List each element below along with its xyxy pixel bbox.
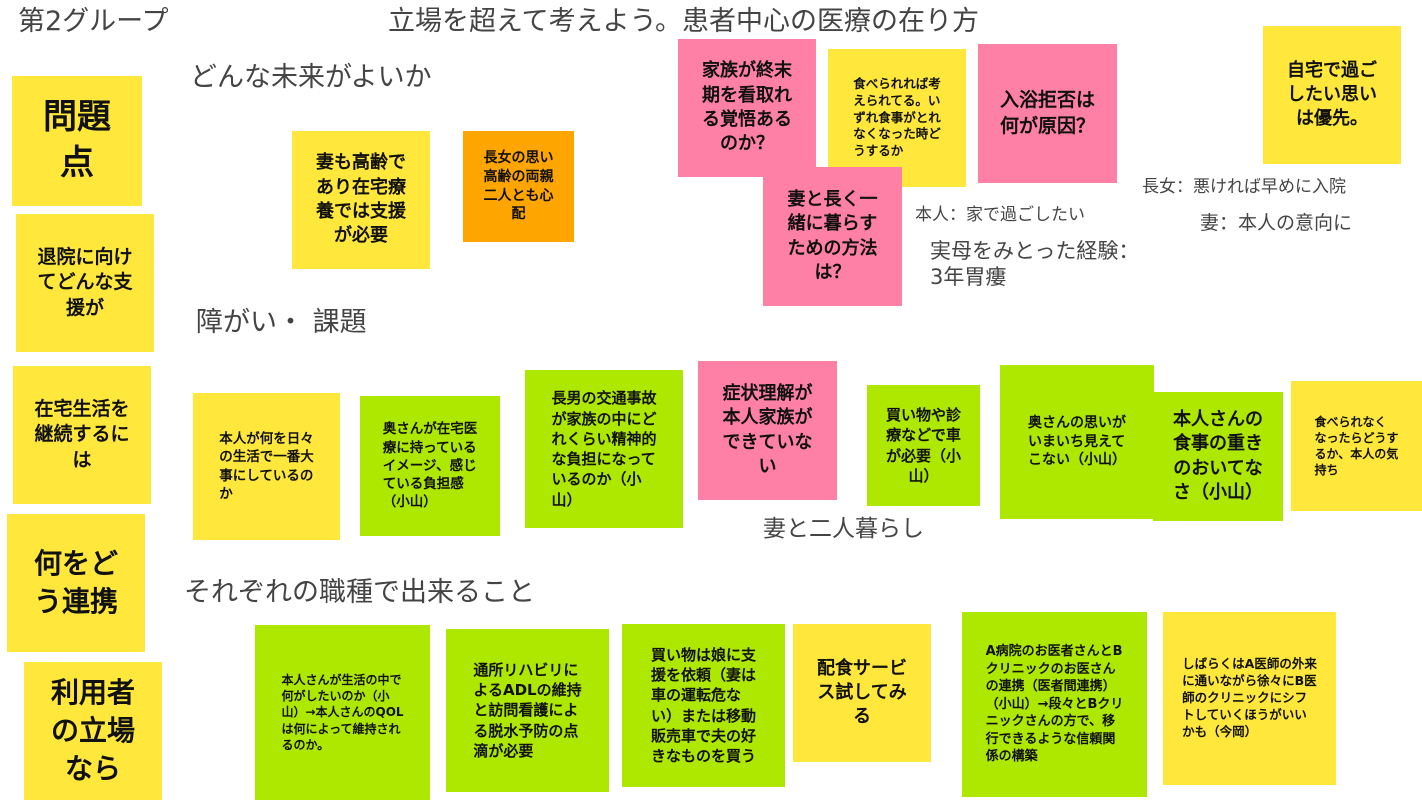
- note-text: 問題 点: [43, 97, 111, 183]
- note-text: 買い物や診 療などで車 が必要（小 山）: [885, 406, 961, 485]
- sticky-note[interactable]: A病院のお医者さんとB クリニックのお医さん の連携（医者間連携） （小山）→段…: [962, 612, 1147, 797]
- sticky-note[interactable]: 買い物や診 療などで車 が必要（小 山）: [867, 385, 980, 506]
- sticky-note[interactable]: 退院に向け てどんな支 援が: [16, 214, 154, 352]
- note-text: 本人さんが生活の中で 何がしたいのか（小 山）→本人さんのQOL は何によって維…: [281, 673, 404, 752]
- note-text: 奥さんが在宅医 療に持っている イメージ、感じ ている負担感 （小山）: [382, 421, 478, 511]
- sticky-note[interactable]: 妻も高齢で あり在宅療 養では支援 が必要: [292, 131, 430, 269]
- section-issues: 障がい・ 課題: [196, 307, 367, 338]
- sticky-note[interactable]: しばらくはA医師の外来 に通いながら徐々にB医 師のクリニックにシフ トしていく…: [1163, 612, 1336, 785]
- text-living: 妻と二人暮らし: [763, 516, 924, 542]
- sticky-note[interactable]: 食べられれば考 えられてる。い ずれ食事がとれ なくなった時ど うするか: [828, 49, 966, 187]
- text-wife: 妻：本人の意向に: [1200, 212, 1353, 234]
- sticky-note[interactable]: 配食サービ ス試してみ る: [793, 624, 931, 762]
- sticky-note[interactable]: 入浴拒否は 何が原因？: [978, 44, 1117, 183]
- note-text: 利用者 の立場 なら: [50, 676, 135, 785]
- section-roles: それぞれの職種で出来ること: [184, 577, 535, 608]
- note-text: 食べられなく なったらどうす るか、本人の気 持ち: [1314, 414, 1399, 478]
- note-text: 買い物は娘に支 援を依頼（妻は 車の運転危な い）または移動 販売車で夫の好 き…: [650, 645, 756, 765]
- sticky-note[interactable]: 本人さんが生活の中で 何がしたいのか（小 山）→本人さんのQOL は何によって維…: [255, 625, 430, 800]
- sticky-note[interactable]: 症状理解が 本人家族が できていな い: [698, 361, 837, 500]
- board-title: 立場を超えて考えよう。患者中心の医療の在り方: [388, 6, 980, 37]
- note-text: 通所リハビリに よるADLの維持 と訪問看護によ る脱水予防の点 滴が必要: [473, 660, 582, 760]
- group-label: 第2グループ: [18, 6, 169, 37]
- sticky-note[interactable]: 長女の思い 高齢の両親 二人とも心 配: [463, 131, 574, 242]
- note-text: 入浴拒否は 何が原因？: [999, 88, 1095, 137]
- note-text: 何をど う連携: [33, 547, 118, 618]
- sticky-note[interactable]: 本人さんの 食事の重き のおいてな さ（小山）: [1153, 392, 1283, 521]
- section-future: どんな未来がよいか: [190, 62, 432, 93]
- note-text: A病院のお医者さんとB クリニックのお医さん の連携（医者間連携） （小山）→段…: [985, 644, 1124, 765]
- sticky-note[interactable]: 問題 点: [12, 76, 142, 206]
- sticky-note[interactable]: 食べられなく なったらどうす るか、本人の気 持ち: [1291, 381, 1422, 511]
- note-text: 症状理解が 本人家族が できていな い: [722, 382, 813, 477]
- text-patient: 本人：家で過ごしたい: [915, 205, 1085, 225]
- note-text: 退院に向け てどんな支 援が: [37, 245, 133, 319]
- sticky-note[interactable]: 奥さんの思いが いまいち見えて こない（小山）: [1000, 365, 1154, 519]
- note-text: 家族が終末 期を看取れ る覚悟ある のか？: [702, 60, 792, 155]
- note-text: 配食サービ ス試してみ る: [817, 657, 907, 728]
- sticky-note[interactable]: 長男の交通事故 が家族の中にど れくらい精神的 な負担になって いるのか（小 山…: [525, 370, 683, 528]
- note-text: 在宅生活を 継続するに は: [34, 397, 130, 471]
- sticky-note[interactable]: 買い物は娘に支 援を依頼（妻は 車の運転危な い）または移動 販売車で夫の好 き…: [622, 624, 785, 787]
- note-text: 奥さんの思いが いまいち見えて こない（小山）: [1028, 414, 1126, 469]
- note-text: 本人が何を日々 の生活で一番大 事にしているの か: [219, 431, 314, 502]
- sticky-note[interactable]: 自宅で過ご したい思い は優先。: [1263, 26, 1401, 164]
- text-experience: 実母をみとった経験： 3年胃瘻: [930, 239, 1140, 290]
- note-text: 妻と長く一 緒に暮らす ための方法 は？: [787, 188, 878, 283]
- sticky-note[interactable]: 在宅生活を 継続するに は: [13, 366, 151, 504]
- sticky-note[interactable]: 何をど う連携: [7, 514, 145, 652]
- note-text: 本人さんの 食事の重き のおいてな さ（小山）: [1173, 408, 1263, 503]
- sticky-note[interactable]: 利用者 の立場 なら: [24, 662, 162, 800]
- sticky-note[interactable]: 通所リハビリに よるADLの維持 と訪問看護によ る脱水予防の点 滴が必要: [446, 629, 609, 792]
- note-text: 食べられれば考 えられてる。い ずれ食事がとれ なくなった時ど うするか: [853, 75, 941, 159]
- note-text: 長女の思い 高齢の両親 二人とも心 配: [483, 149, 554, 223]
- note-text: 自宅で過ご したい思い は優先。: [1287, 59, 1377, 130]
- note-text: 妻も高齢で あり在宅療 養では支援 が必要: [316, 152, 406, 247]
- text-daughter: 長女：悪ければ早めに入院: [1142, 177, 1346, 197]
- sticky-note[interactable]: 家族が終末 期を看取れ る覚悟ある のか？: [678, 39, 816, 177]
- sticky-note[interactable]: 妻と長く一 緒に暮らす ための方法 は？: [763, 167, 902, 306]
- note-text: しばらくはA医師の外来 に通いながら徐々にB医 師のクリニックにシフ トしていく…: [1182, 656, 1317, 739]
- sticky-note[interactable]: 本人が何を日々 の生活で一番大 事にしているの か: [193, 393, 340, 540]
- sticky-note[interactable]: 奥さんが在宅医 療に持っている イメージ、感じ ている負担感 （小山）: [360, 396, 500, 536]
- note-text: 長男の交通事故 が家族の中にど れくらい精神的 な負担になって いるのか（小 山…: [551, 389, 657, 509]
